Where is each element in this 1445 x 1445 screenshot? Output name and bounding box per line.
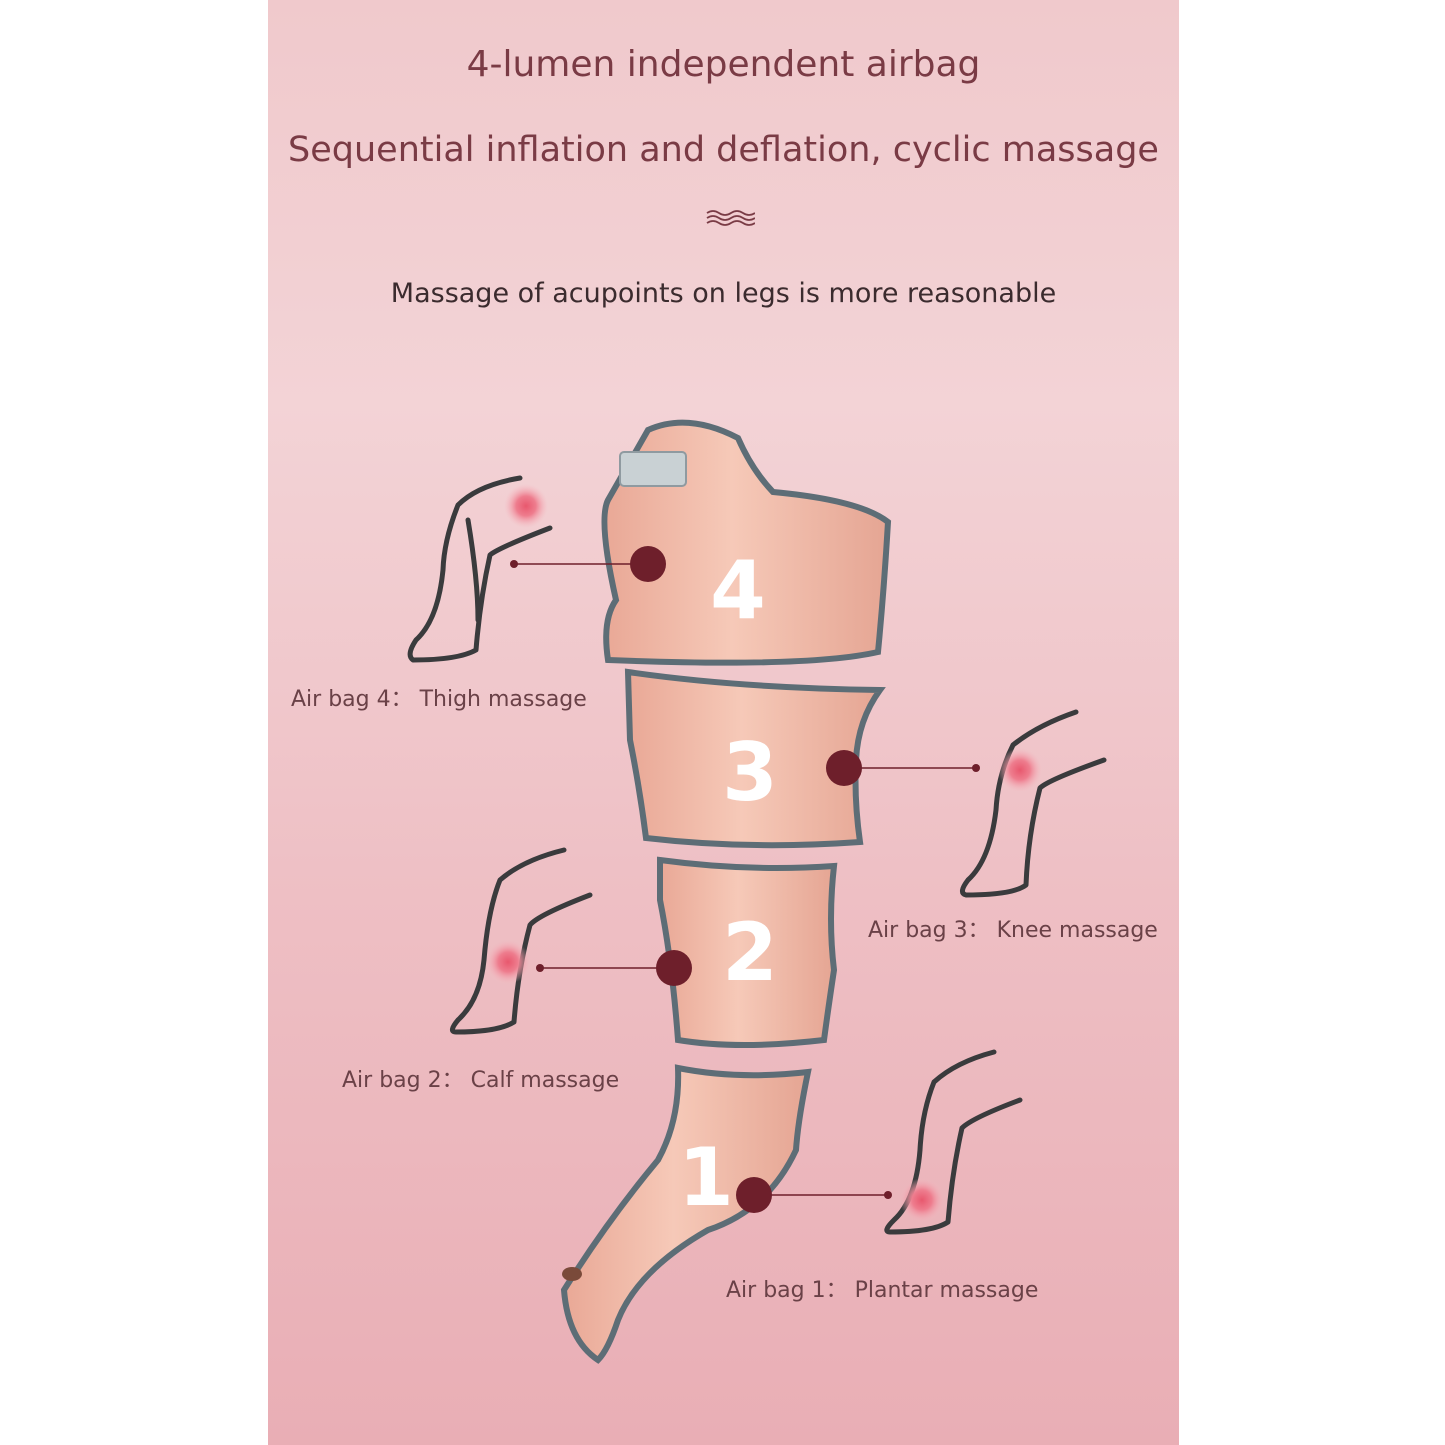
airbag-1-segment: 1 [560,1064,812,1364]
hotspot-plantar [900,1178,944,1222]
connector-2 [536,950,692,986]
page-title: 4-lumen independent airbag [466,44,981,85]
hotspot-thigh [504,484,548,528]
connector-1 [736,1177,892,1213]
connector-3 [826,750,980,786]
airbag-4-label: Air bag 4： Thigh massage [291,687,587,712]
airbag-1-number: 1 [678,1131,734,1224]
hose-connector [562,1267,582,1281]
airbag-4-segment: 4 [601,419,892,666]
wave-icon [706,210,755,226]
velcro-strap [619,451,687,487]
page-subtitle: Sequential inflation and deflation, cycl… [288,130,1159,170]
airbag-1-label: Air bag 1： Plantar massage [726,1278,1039,1303]
airbag-2-number: 2 [722,906,778,999]
airbag-3-number: 3 [722,726,778,819]
hotspot-knee [998,748,1042,792]
airbag-4-number: 4 [710,544,766,637]
leg-icon-calf [450,847,593,1035]
leg-massager-illustration: 4 3 2 1 [407,419,1107,1364]
product-poster: 4-lumen independent airbag Sequential in… [268,0,1179,1445]
leg-icon-plantar [884,1049,1023,1235]
connector-4 [510,546,666,582]
leg-icon-thigh [407,475,553,663]
airbag-2-segment: 2 [657,856,838,1048]
airbag-3-segment: 3 [624,668,886,849]
hotspot-calf [486,940,530,984]
leg-icon-knee [960,709,1107,898]
airbag-3-label: Air bag 3： Knee massage [868,918,1158,943]
tagline: Massage of acupoints on legs is more rea… [390,278,1057,309]
airbag-2-label: Air bag 2： Calf massage [342,1068,620,1093]
